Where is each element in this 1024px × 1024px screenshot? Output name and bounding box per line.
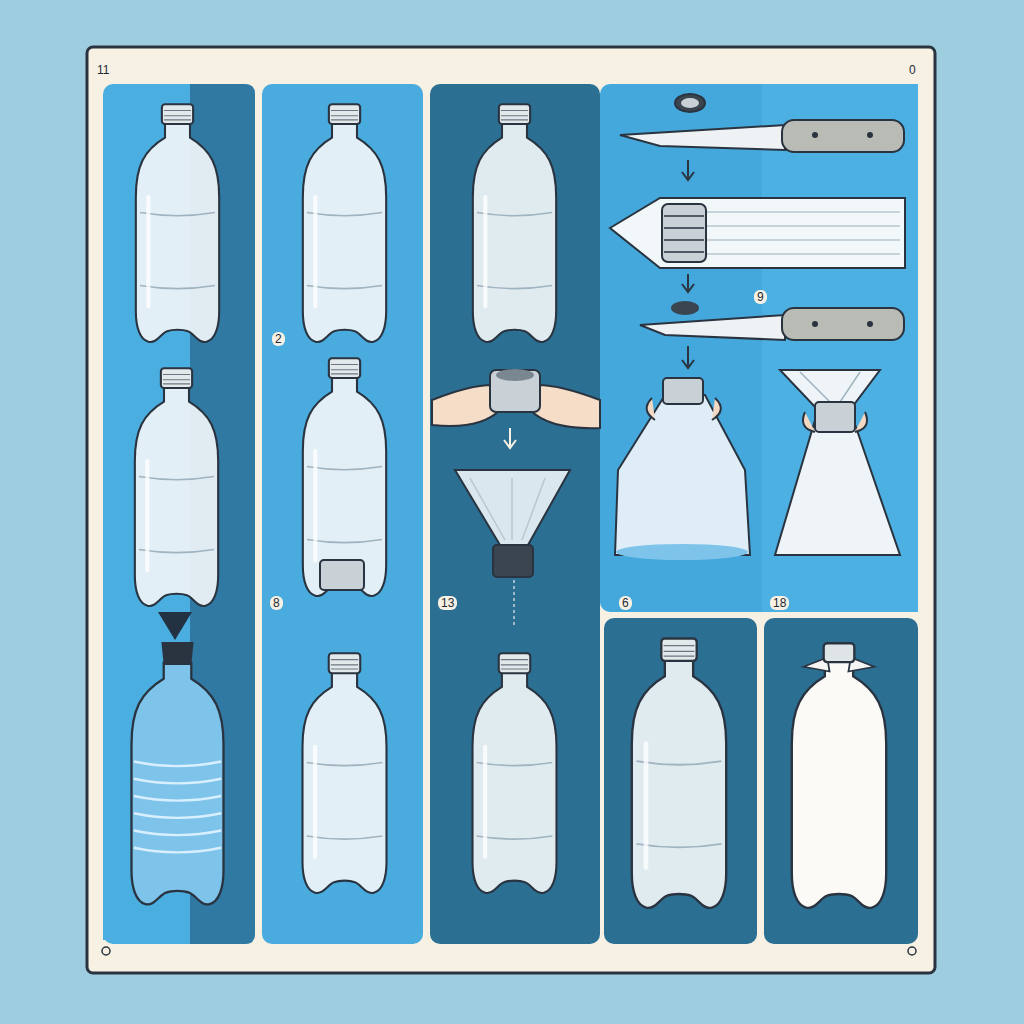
callout-number: 9	[754, 290, 767, 304]
callout-number: 6	[619, 596, 632, 610]
callout-number: 0	[906, 63, 919, 77]
callout-number: 18	[770, 596, 789, 610]
callout-number: 11	[94, 63, 112, 77]
callout-number: 13	[438, 596, 457, 610]
callout-number: 8	[270, 596, 283, 610]
callout-number: 2	[272, 332, 285, 346]
